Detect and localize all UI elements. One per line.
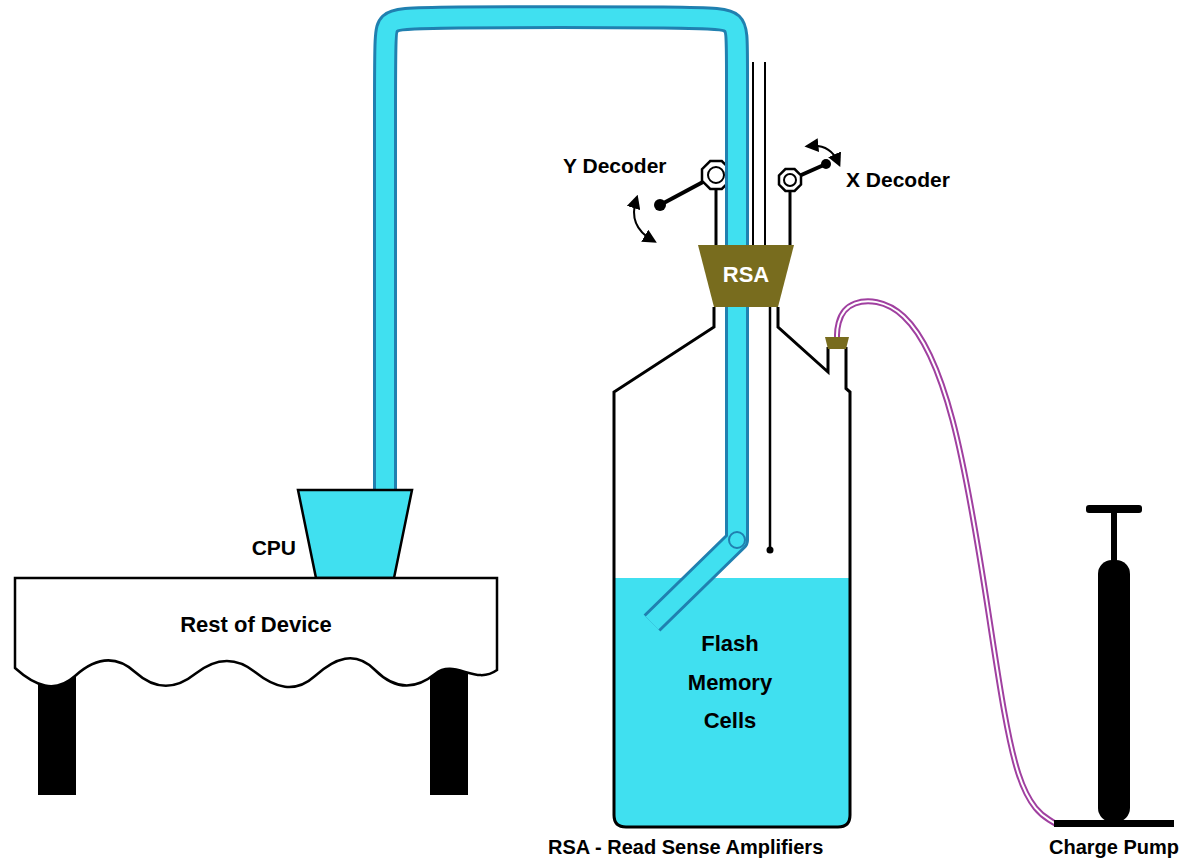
charge-pump-outline — [1046, 500, 1182, 862]
decoder-rod — [789, 191, 792, 245]
data-tube — [385, 17, 737, 490]
turn-arrow — [810, 146, 838, 162]
node-text: RSA — [698, 262, 794, 287]
memory-bottle-outline — [612, 307, 856, 829]
node-text: Flash Memory Cells — [668, 625, 792, 741]
channel-line — [764, 62, 766, 245]
turn-arrow — [634, 200, 652, 240]
table-top: Rest of Device — [15, 578, 497, 693]
decoder-knob — [779, 169, 801, 191]
decoder-knob — [784, 174, 796, 186]
connector-core — [385, 17, 737, 490]
cpu-cup-outline — [246, 490, 412, 580]
part-label: X Decoder — [846, 168, 950, 192]
amplifier-stopper: RSA — [698, 245, 794, 307]
channel-line — [752, 62, 754, 245]
table-leg — [430, 660, 468, 795]
cpu-cup: CPU — [246, 490, 412, 580]
part-label: Y Decoder — [563, 154, 667, 178]
connector-core — [837, 301, 1056, 824]
connector-outline — [385, 17, 737, 490]
decoder-rod — [715, 189, 718, 245]
connector-outline — [837, 301, 1056, 824]
charge-hose — [837, 301, 1056, 824]
charge-pump: Charge Pump — [1046, 500, 1182, 862]
lever-knob — [654, 199, 666, 211]
node-text: Charge Pump — [1046, 836, 1182, 859]
part-label: RSA - Read Sense Amplifiers — [548, 836, 823, 859]
decoder-knob — [708, 167, 724, 183]
node-text: CPU — [246, 536, 296, 560]
node-text: Rest of Device — [15, 612, 497, 637]
memory-bottle: Flash Memory Cells — [612, 307, 856, 829]
lever-knob — [821, 159, 831, 169]
